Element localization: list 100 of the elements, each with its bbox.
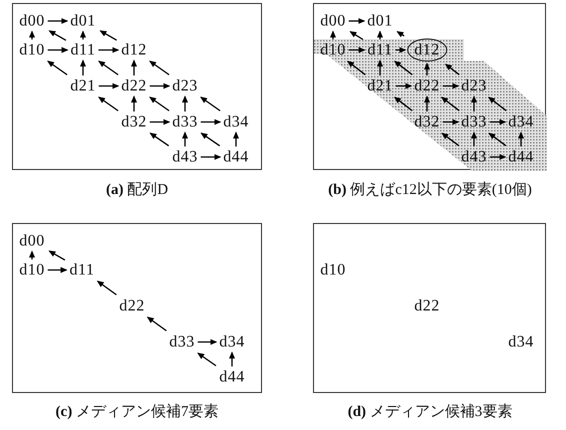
matrix-element: d01 [69,12,97,30]
matrix-element: d43 [460,148,488,166]
matrix-element: d44 [222,148,250,166]
arrow [200,119,222,125]
caption: (d) メディアン候補3要素 [348,402,512,421]
arrow [442,119,460,125]
arrow [490,119,506,125]
arrow [395,47,406,53]
circled-element: d12 [407,38,447,62]
arrow [444,64,460,76]
arrow [98,60,118,76]
arrow [200,132,220,146]
panel-frame [313,3,546,170]
caption: (c) メディアン候補7要素 [56,402,218,421]
arrow [100,30,117,41]
caption: (a) 配列D [106,181,168,199]
arrow [149,96,170,112]
arrow [48,18,68,24]
matrix-element: d32 [120,114,148,130]
matrix-element: d00 [18,12,46,30]
arrow [150,132,170,146]
matrix-element: d22 [413,298,441,314]
matrix-element: d34 [218,334,246,350]
arrow [80,60,86,76]
arrow [47,60,68,76]
arrow [182,96,188,112]
arrow [377,30,383,40]
arrow [396,31,405,38]
arrow [98,83,120,89]
matrix-element: d43 [171,148,199,166]
matrix-element: d00 [18,232,46,250]
arrow [29,30,35,40]
arrow [233,132,239,146]
matrix-element: d33 [171,114,199,130]
matrix-element: d22 [413,78,441,94]
matrix-element: d34 [507,114,535,130]
arrow [441,96,460,112]
arrow [198,339,218,345]
arrow [96,280,117,296]
arrow [348,18,366,24]
matrix-element: d10 [319,42,347,58]
arrow [200,154,222,160]
arrow [348,47,366,53]
arrow [471,132,477,146]
matrix-element: d33 [168,334,196,350]
matrix-element: d23 [460,78,488,94]
arrow [471,96,477,112]
arrow [131,60,137,76]
arrow [48,47,69,53]
matrix-element: d22 [118,298,146,314]
arrow [441,132,460,146]
arrow [349,31,364,40]
arrow [48,30,66,41]
matrix-element: d11 [366,42,394,58]
panel-frame [12,223,262,393]
arrow [48,267,68,273]
matrix-element: d21 [366,78,394,94]
matrix-element: d10 [319,262,347,278]
arrow [146,316,167,332]
arrow [424,62,430,76]
arrow [396,83,412,89]
arrow [200,96,220,112]
arrow [80,30,86,40]
arrow [197,352,216,366]
arrow [347,60,366,76]
arrow [394,96,413,112]
matrix-element: d44 [218,368,246,386]
panel-frame [12,3,262,170]
arrow [229,352,235,366]
arrow [442,83,460,89]
arrow [488,132,506,146]
arrow [149,60,170,76]
matrix-element: d22 [120,78,148,94]
arrow [131,96,137,112]
matrix-element: d33 [460,114,488,130]
matrix-element: d11 [70,42,96,58]
matrix-element: d00 [319,12,347,30]
matrix-element: d34 [222,114,250,130]
matrix-element: d10 [18,262,46,278]
arrow [330,30,336,40]
arrow [150,119,170,125]
arrow [98,96,118,112]
arrow [377,60,383,76]
panel-frame [313,223,546,393]
arrow [48,250,66,261]
matrix-element: d32 [413,114,441,130]
arrow [490,154,506,160]
arrow [518,132,524,146]
matrix-element: d01 [366,12,394,30]
caption: (b) 例えばc12以下の要素(10個) [328,180,532,199]
matrix-element: d12 [120,42,148,58]
matrix-element: d10 [18,42,46,58]
arrow [488,96,507,112]
matrix-element: d44 [507,148,535,166]
arrow [98,47,120,53]
matrix-element: d11 [68,262,96,278]
arrow [182,132,188,146]
matrix-element: d34 [507,334,535,350]
arrow [150,83,170,89]
matrix-element: d23 [171,78,199,94]
